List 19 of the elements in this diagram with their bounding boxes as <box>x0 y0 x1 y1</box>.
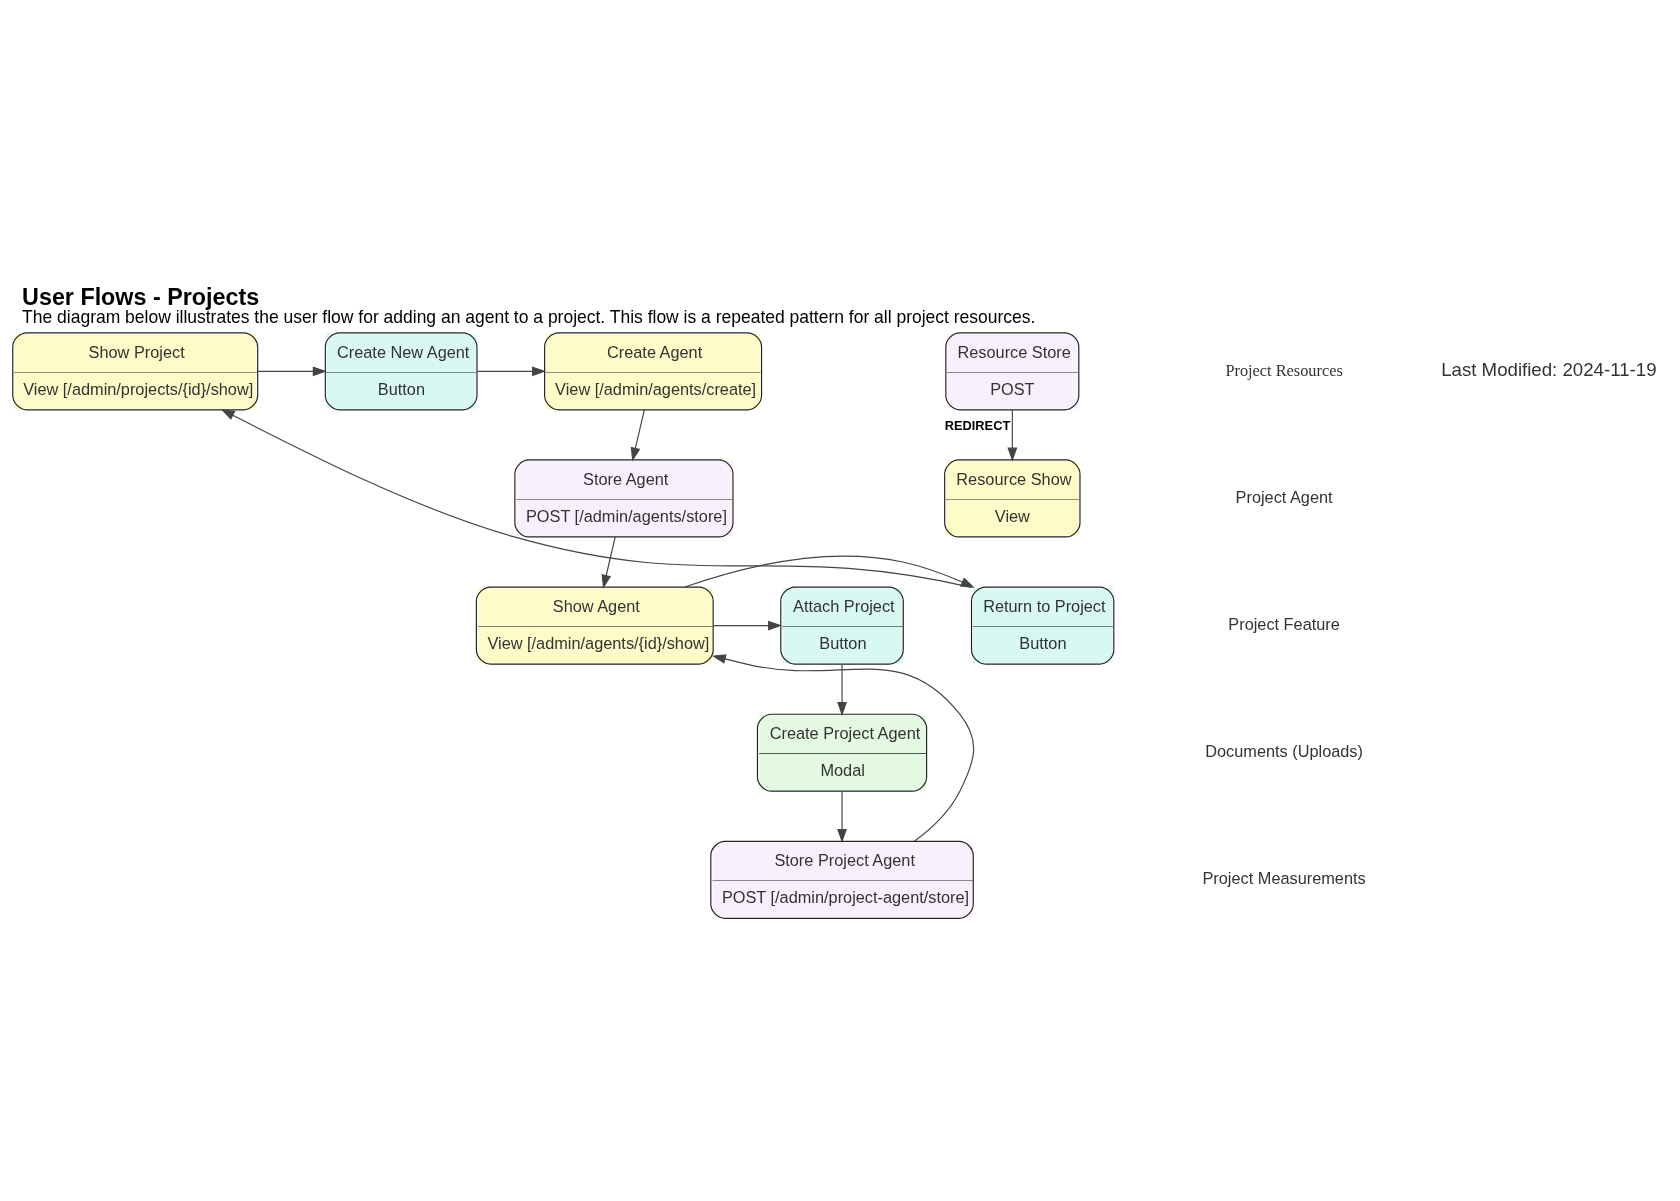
arrow <box>1007 409 1018 462</box>
label: Last Modified: 2024-11-19 <box>1441 358 1657 380</box>
arrow <box>837 790 847 844</box>
arrow <box>220 409 973 588</box>
label: Project Feature <box>1228 614 1340 633</box>
arrow <box>713 620 783 631</box>
arrow <box>684 555 975 588</box>
arrow <box>630 409 645 462</box>
arrow <box>601 536 616 589</box>
diagram-title: User Flows - Projects <box>22 283 260 310</box>
label: Project Agent <box>1235 487 1333 506</box>
arrow <box>476 366 547 377</box>
arrow <box>837 663 847 716</box>
label: Project Measurements <box>1202 869 1366 888</box>
label: Documents (Uploads) <box>1205 742 1363 761</box>
arrow <box>257 366 327 377</box>
edge-label: REDIRECT <box>944 417 1011 433</box>
label: Project Resources <box>1225 360 1343 380</box>
arrow <box>711 654 975 842</box>
